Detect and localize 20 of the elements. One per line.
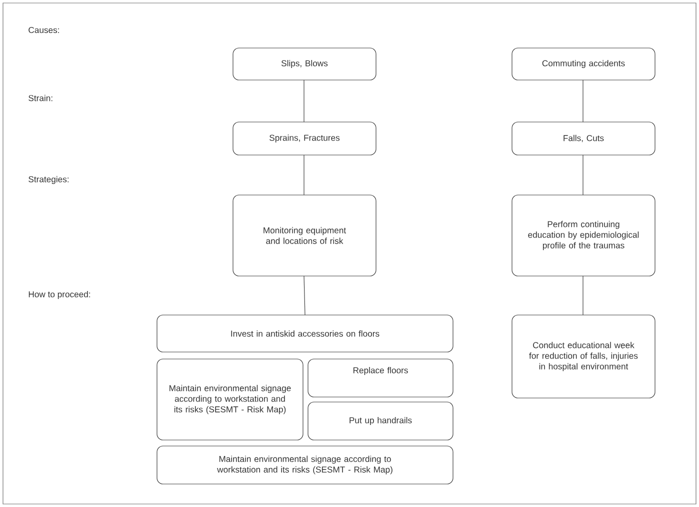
connector-line xyxy=(582,276,584,316)
process-box: Invest in antiskid accessories on floors xyxy=(156,314,454,352)
process-box: Put up handrails xyxy=(308,402,454,440)
process-box: Slips, Blows xyxy=(232,48,376,80)
row-label: Strain: xyxy=(28,94,52,102)
connector-line xyxy=(304,276,306,316)
process-box: Commuting accidents xyxy=(512,48,656,80)
process-box: Falls, Cuts xyxy=(512,122,656,156)
row-label: Strategies: xyxy=(28,176,69,184)
connector-line xyxy=(582,80,584,122)
process-box: Maintain environmental signage according to workstation and its risks (SESMT - Risk Map) xyxy=(156,446,454,484)
process-box: Replace floors xyxy=(308,358,454,398)
process-box: Sprains, Fractures xyxy=(232,122,376,156)
process-box: Perform continuing education by epidemiological profile of the traumas xyxy=(512,194,656,276)
row-label: Causes: xyxy=(28,26,59,34)
process-box: Monitoring equipment and locations of risk xyxy=(232,194,376,276)
connector-line xyxy=(582,154,584,196)
process-box: Conduct educational week for reduction of falls, injuries in hospital environment xyxy=(512,314,656,398)
row-label: How to proceed: xyxy=(28,291,90,300)
process-box: Maintain environmental signage according to workstation and its risks (SESMT - Risk Map) xyxy=(156,358,304,440)
